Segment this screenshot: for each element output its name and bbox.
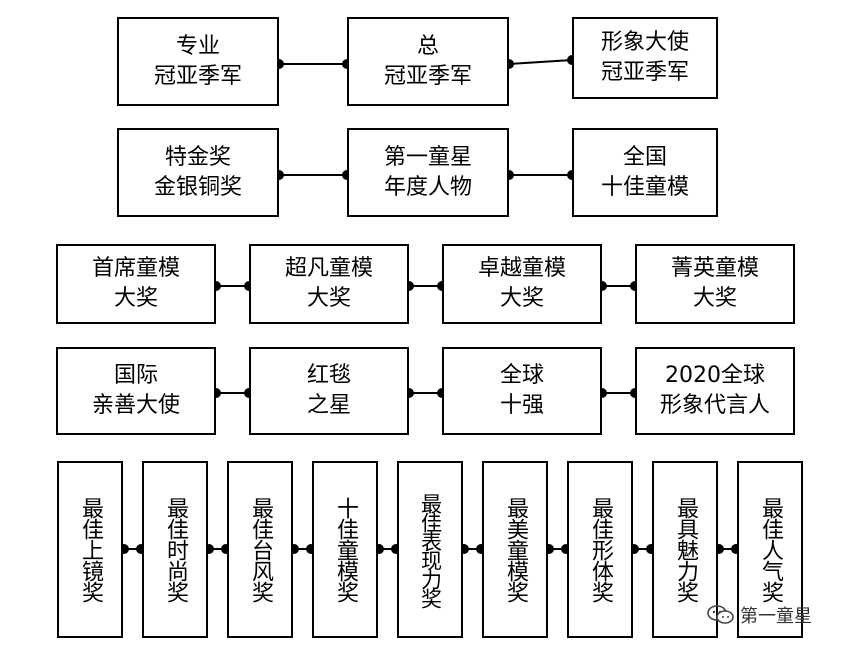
- award-label-line: 之星: [306, 393, 351, 418]
- award-box: 全球十强: [442, 347, 602, 435]
- award-label-line: 金银铜奖: [153, 174, 242, 200]
- award-label-line: 大奖: [306, 286, 351, 311]
- vertical-award-box: 最佳表现力奖: [397, 461, 463, 638]
- vertical-award-label: 十佳童模奖: [333, 497, 358, 602]
- award-box: 卓越童模大奖: [442, 244, 602, 324]
- award-label-line: 专业: [175, 33, 220, 59]
- award-label-line: 特金奖: [164, 144, 231, 170]
- award-box: 形象大使冠亚季军: [572, 17, 718, 99]
- vertical-award-box: 最佳上镜奖: [57, 461, 123, 638]
- vertical-award-box: 十佳童模奖: [312, 461, 378, 638]
- award-box: 首席童模大奖: [56, 244, 216, 324]
- award-label-line: 首席童模: [91, 256, 180, 282]
- vertical-award-label: 最佳人气奖: [758, 497, 783, 602]
- award-label-line: 全国: [622, 144, 667, 170]
- vertical-award-label: 最具魅力奖: [673, 497, 698, 602]
- watermark: 第一童星: [706, 602, 812, 628]
- award-label-line: 形象代言人: [659, 393, 770, 418]
- award-label-line: 第一童星: [383, 144, 472, 170]
- award-label-line: 大奖: [113, 286, 158, 311]
- award-box: 特金奖金银铜奖: [117, 128, 279, 217]
- vertical-award-box: 最佳台风奖: [227, 461, 293, 638]
- vertical-award-box: 最美童模奖: [482, 461, 548, 638]
- vertical-award-label: 最佳形体奖: [588, 497, 613, 602]
- award-label-line: 全球: [499, 363, 544, 389]
- vertical-award-box: 最具魅力奖: [652, 461, 718, 638]
- award-label-line: 菁英童模: [670, 256, 759, 282]
- award-label-line: 冠亚季军: [383, 63, 472, 89]
- award-box: 超凡童模大奖: [249, 244, 409, 324]
- award-label-line: 冠亚季军: [600, 60, 689, 85]
- award-label-line: 十佳童模: [600, 174, 689, 200]
- award-box: 总冠亚季军: [347, 17, 509, 106]
- vertical-award-box: 最佳人气奖: [737, 461, 803, 638]
- award-box: 第一童星年度人物: [347, 128, 509, 217]
- vertical-award-label: 最佳上镜奖: [78, 497, 103, 602]
- vertical-award-box: 最佳形体奖: [567, 461, 633, 638]
- award-label-line: 总: [416, 33, 439, 59]
- award-box: 国际亲善大使: [56, 347, 216, 435]
- award-label-line: 红毯: [306, 363, 351, 389]
- award-label-line: 卓越童模: [477, 256, 566, 282]
- vertical-award-box: 最佳时尚奖: [142, 461, 208, 638]
- award-label-line: 国际: [113, 363, 158, 389]
- award-box: 菁英童模大奖: [635, 244, 795, 324]
- award-box: 全国十佳童模: [572, 128, 718, 217]
- award-box: 专业冠亚季军: [117, 17, 279, 106]
- award-label-line: 冠亚季军: [153, 63, 242, 89]
- award-label-line: 大奖: [499, 286, 544, 311]
- award-label-line: 年度人物: [383, 174, 472, 200]
- award-label-line: 超凡童模: [284, 256, 373, 282]
- connector-line: [508, 59, 573, 65]
- award-label-line: 形象大使: [600, 30, 689, 56]
- award-box: 红毯之星: [249, 347, 409, 435]
- wechat-icon: [707, 605, 734, 624]
- award-label-line: 十强: [499, 393, 544, 418]
- vertical-award-label: 最佳台风奖: [248, 497, 273, 602]
- vertical-award-label: 最美童模奖: [503, 497, 528, 602]
- vertical-award-label: 最佳时尚奖: [163, 497, 188, 602]
- award-label-line: 2020全球: [665, 363, 765, 389]
- vertical-award-label: 最佳表现力奖: [418, 492, 443, 607]
- award-label-line: 亲善大使: [91, 393, 180, 418]
- award-box: 2020全球形象代言人: [635, 347, 795, 435]
- award-label-line: 大奖: [692, 286, 737, 311]
- watermark-text: 第一童星: [740, 606, 812, 627]
